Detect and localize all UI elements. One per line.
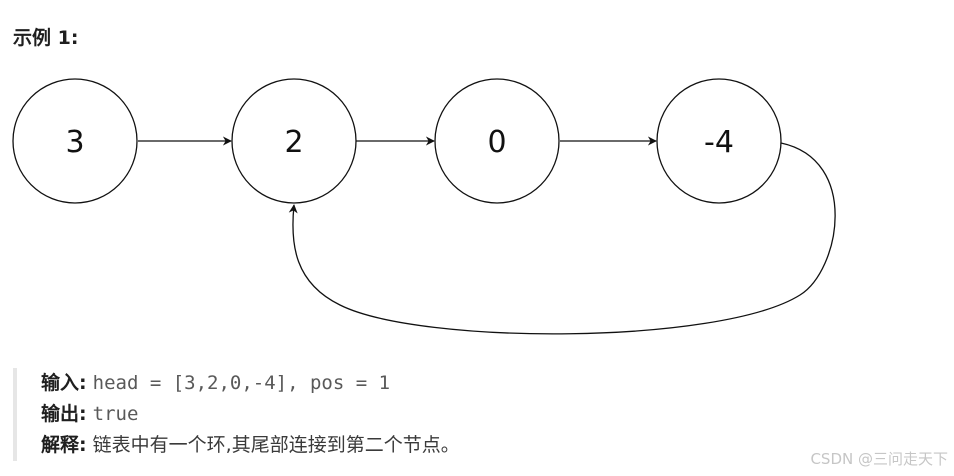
input-label: 输入: xyxy=(41,372,87,394)
example-title: 示例 1: xyxy=(13,27,79,49)
output-line: 输出: true xyxy=(41,399,801,430)
node-label: 2 xyxy=(284,125,303,160)
output-value: true xyxy=(92,403,139,425)
input-line: 输入: head = [3,2,0,-4], pos = 1 xyxy=(41,368,801,399)
node-0: 3 xyxy=(12,78,138,204)
input-value: head = [3,2,0,-4], pos = 1 xyxy=(92,372,391,394)
watermark: CSDN @三问走天下 xyxy=(810,450,948,468)
node-3: -4 xyxy=(656,78,782,204)
explain-value: 链表中有一个环,其尾部连接到第二个节点。 xyxy=(92,434,460,456)
node-1: 2 xyxy=(231,78,357,204)
example-explanation-block: 输入: head = [3,2,0,-4], pos = 1 输出: true … xyxy=(13,368,801,461)
node-label: 0 xyxy=(487,125,506,160)
edge-cycle-neg4-to-2 xyxy=(288,142,836,335)
node-label: 3 xyxy=(65,125,84,160)
explain-line: 解释: 链表中有一个环,其尾部连接到第二个节点。 xyxy=(41,430,801,461)
linked-list-diagram: 3 2 0 -4 xyxy=(12,78,836,335)
output-label: 输出: xyxy=(41,403,87,425)
explain-label: 解释: xyxy=(41,434,87,456)
node-label: -4 xyxy=(704,125,734,160)
node-2: 0 xyxy=(434,78,560,204)
